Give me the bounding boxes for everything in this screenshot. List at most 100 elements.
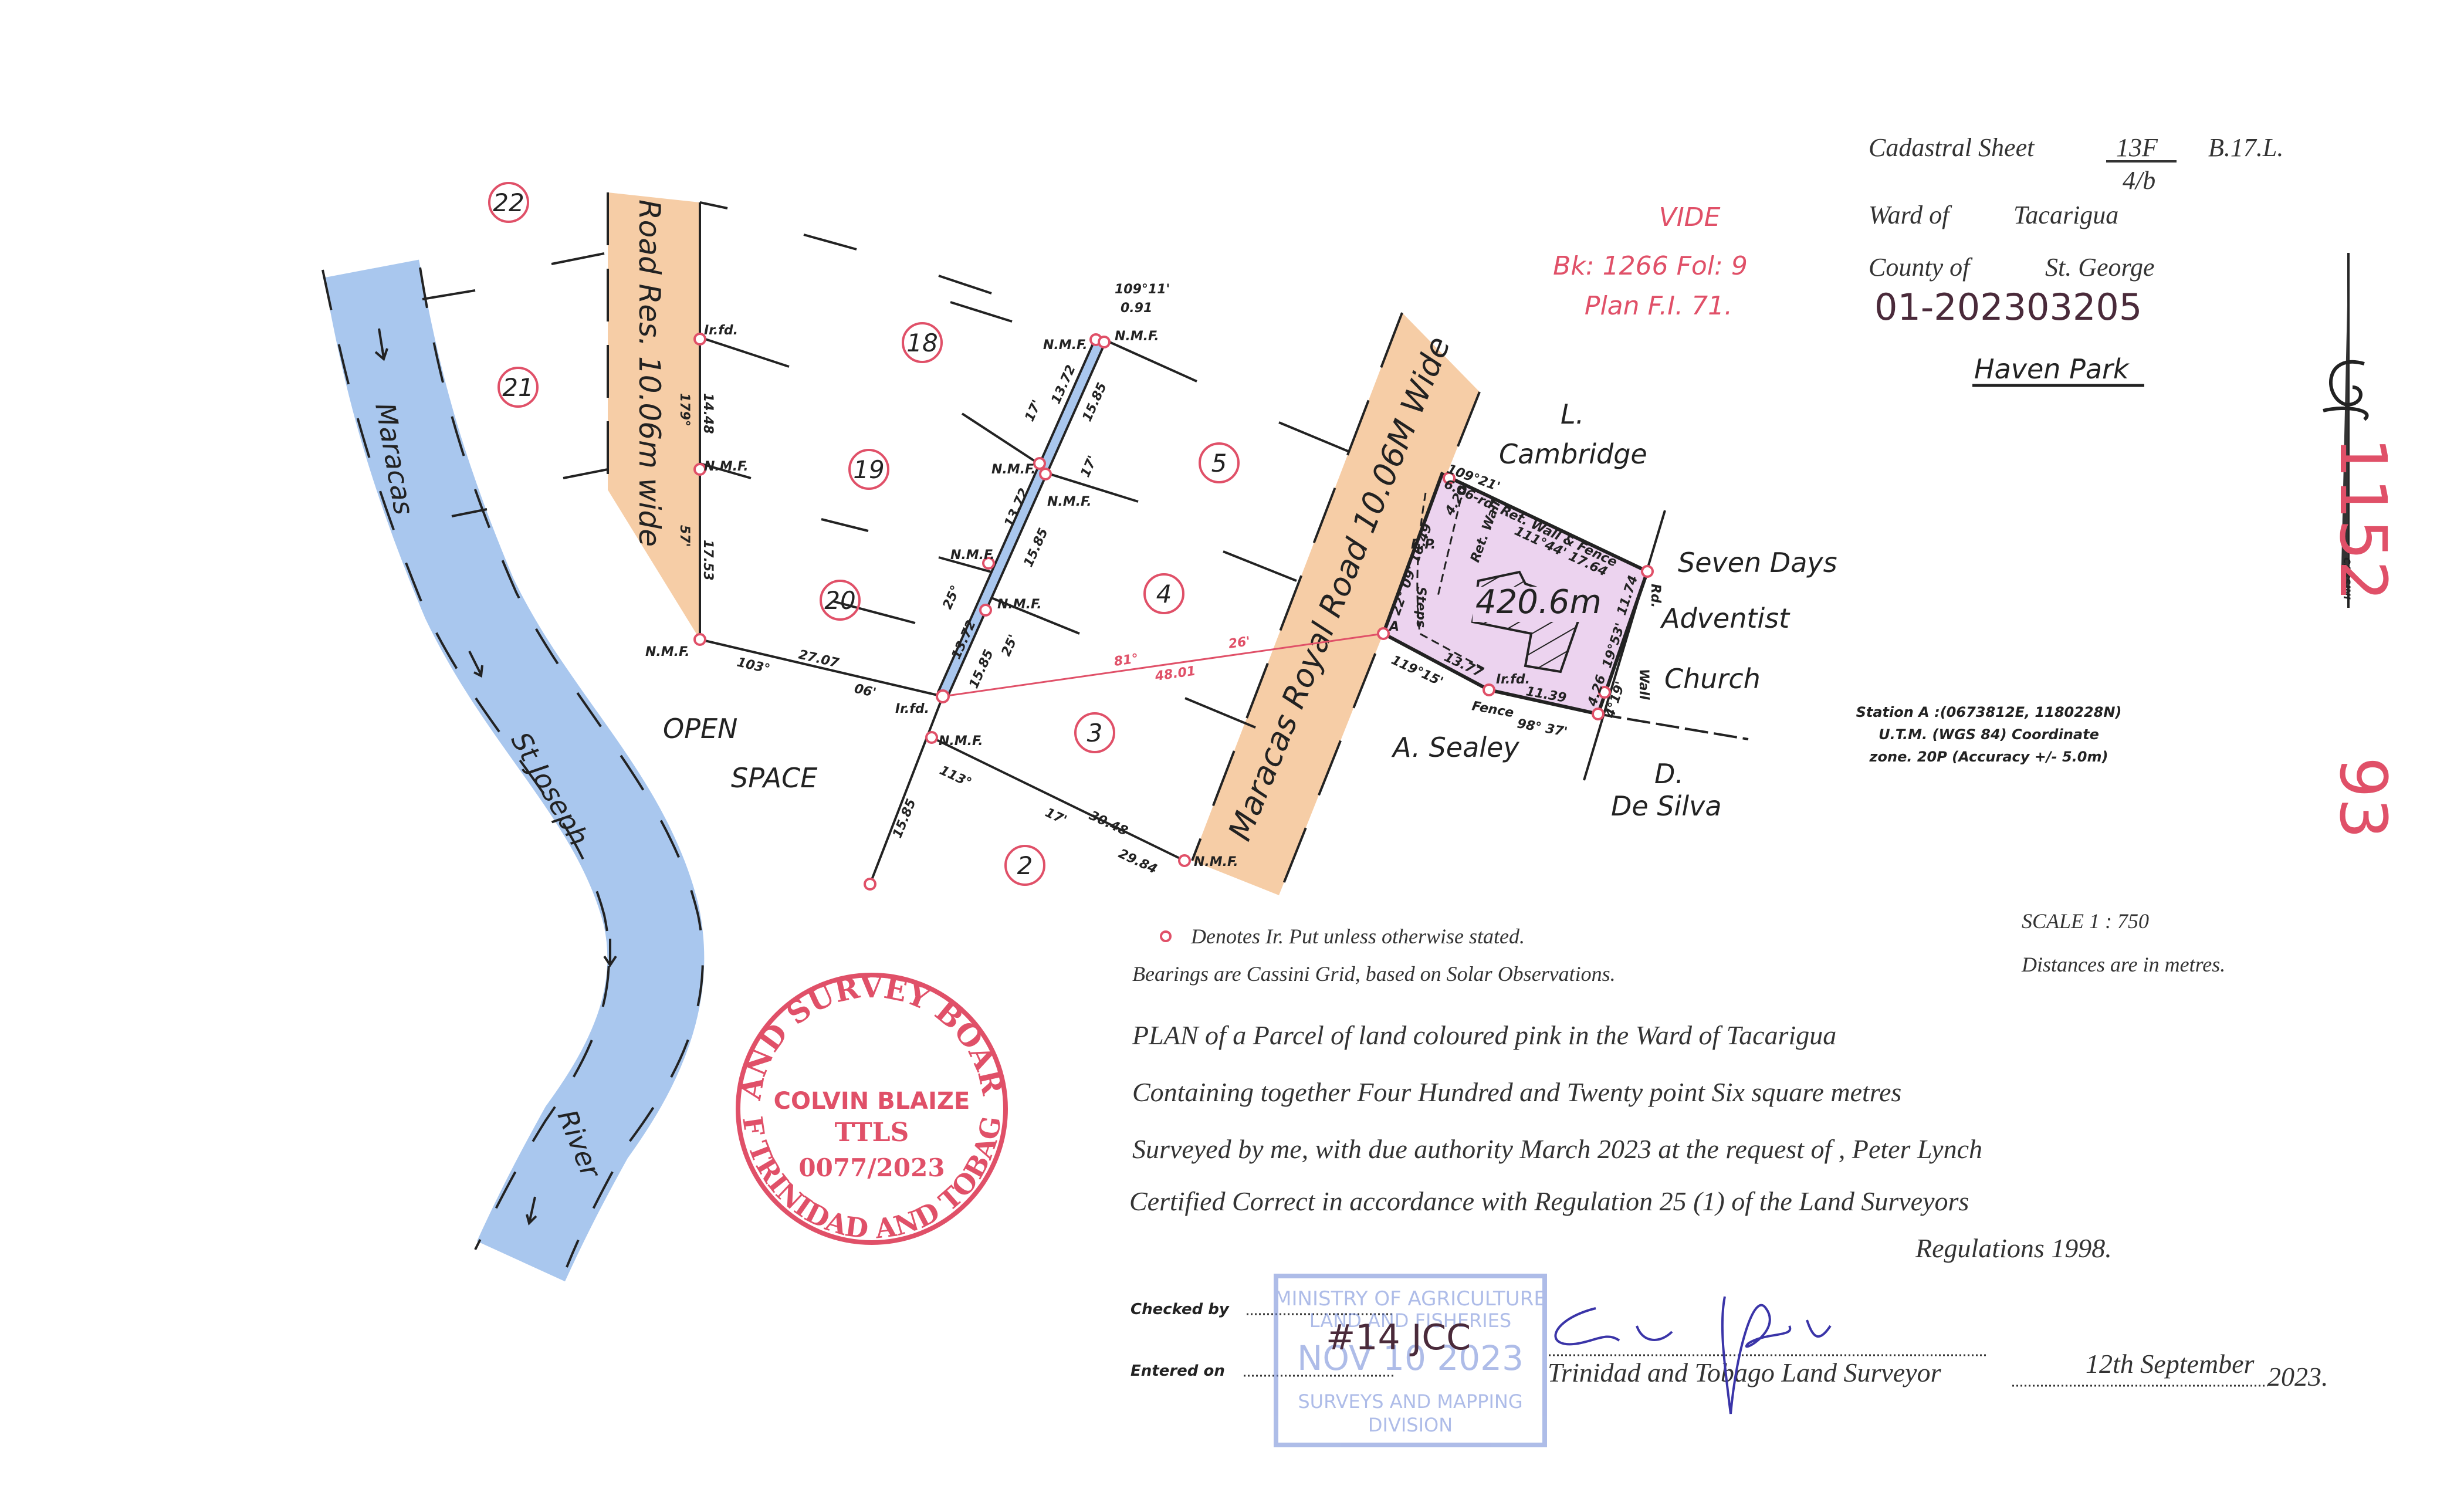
svg-text:06': 06' [853, 681, 878, 700]
svg-text:E.P.: E.P. [1411, 537, 1436, 552]
svg-text:18: 18 [906, 329, 937, 357]
svg-text:Surveyed by me, with due autho: Surveyed by me, with due authority March… [1132, 1134, 1982, 1164]
svg-text:21: 21 [502, 373, 533, 402]
svg-text:17': 17' [1023, 398, 1045, 424]
svg-text:Fence: Fence [1471, 699, 1515, 720]
svg-text:14.48: 14.48 [700, 393, 715, 434]
svg-text:Cambridge: Cambridge [1499, 438, 1647, 470]
svg-text:Cadastral Sheet: Cadastral Sheet [1869, 133, 2035, 162]
lot-20: 20 [820, 580, 861, 621]
retaining-wall [1436, 498, 1462, 599]
svg-text:N.M.F.: N.M.F. [950, 548, 995, 563]
flow-arrow-icon [468, 651, 483, 678]
lot-22: 22 [488, 182, 529, 223]
svg-text:Regulations 1998.: Regulations 1998. [1915, 1233, 2112, 1263]
svg-text:Station A :(0673812E, 1180228N: Station A :(0673812E, 1180228N) [1856, 704, 2122, 720]
svg-text:4: 4 [1156, 580, 1172, 608]
svg-text:N.M.F.: N.M.F. [991, 462, 1036, 477]
lot-boundaries [422, 201, 1749, 885]
svg-text:5: 5 [1211, 449, 1227, 478]
svg-text:Ir.fd.: Ir.fd. [1496, 672, 1530, 687]
svg-text:N.M.F.: N.M.F. [1047, 495, 1092, 509]
svg-text:25°: 25° [940, 583, 964, 611]
svg-text:Bk: 1266 Fol: 9: Bk: 1266 Fol: 9 [1553, 251, 1748, 281]
svg-text:St. George: St. George [2045, 253, 2155, 282]
margin-numbers: 1152 93 [2326, 437, 2401, 839]
svg-text:17.53: 17.53 [700, 540, 715, 581]
river: Maracas St Joseph River [321, 259, 705, 1282]
svg-text:Checked by: Checked by [1131, 1301, 1230, 1318]
steps-outline [1416, 492, 1485, 670]
svg-text:Certified Correct in accordanc: Certified Correct in accordance with Reg… [1129, 1186, 1969, 1216]
svg-text:1152: 1152 [2326, 437, 2401, 601]
access-strip [939, 338, 1105, 696]
svg-text:Bearings are Cassini Grid, bas: Bearings are Cassini Grid, based on Sola… [1132, 962, 1616, 986]
svg-text:30.48: 30.48 [1087, 808, 1130, 839]
svg-text:Denotes Ir. Put unless otherwi: Denotes Ir. Put unless otherwise stated. [1190, 925, 1525, 948]
svg-text:COLVIN BLAIZE: COLVIN BLAIZE [774, 1088, 970, 1115]
svg-text:0077/2023: 0077/2023 [798, 1153, 945, 1182]
ministry-stamp: MINISTRY OF AGRICULTURE LAND AND FISHERI… [1274, 1274, 1547, 1447]
svg-text:22: 22 [493, 188, 524, 217]
svg-text:Trinidad and Tobago Land Surve: Trinidad and Tobago Land Surveyor [1548, 1358, 1942, 1387]
svg-text:TTLS: TTLS [835, 1118, 909, 1148]
lot-4: 4 [1143, 573, 1184, 614]
svg-text:VIDE: VIDE [1659, 202, 1721, 232]
svg-text:19: 19 [853, 455, 884, 484]
svg-text:2023.: 2023. [2267, 1362, 2328, 1392]
svg-text:Seven Days: Seven Days [1678, 547, 1837, 578]
road-reserve-label: Road Res. 10.06m wide [632, 199, 666, 547]
neighbour-labels: L. Cambridge Seven Days Adventist Church… [663, 398, 1837, 822]
svg-text:15.85: 15.85 [967, 648, 997, 691]
svg-text:U.T.M. (WGS 84) Coordinate: U.T.M. (WGS 84) Coordinate [1879, 726, 2099, 743]
lot-19: 19 [848, 449, 889, 490]
notes: Denotes Ir. Put unless otherwise stated.… [1132, 909, 2225, 986]
svg-text:Ir.fd.: Ir.fd. [895, 702, 929, 716]
svg-text:CASSINI: CASSINI [2341, 557, 2353, 600]
svg-text:29.84: 29.84 [1116, 847, 1159, 877]
svg-text:Wall: Wall [1636, 669, 1651, 700]
svg-text:179°: 179° [677, 393, 692, 427]
svg-text:48.01: 48.01 [1153, 664, 1196, 684]
svg-text:Ir.fd.: Ir.fd. [704, 323, 738, 338]
svg-text:Church: Church [1664, 663, 1761, 695]
svg-text:Rd.: Rd. [1648, 584, 1663, 608]
svg-text:109°11': 109°11' [1115, 282, 1170, 297]
svg-text:SCALE 1 : 750: SCALE 1 : 750 [2022, 909, 2149, 933]
parcel: 420.6m [1381, 471, 1650, 716]
svg-text:17': 17' [1078, 453, 1101, 479]
vide-reference: VIDE Bk: 1266 Fol: 9 Plan F.I. 71. [1553, 202, 1748, 321]
lot-21: 21 [497, 367, 539, 408]
svg-text:Adventist: Adventist [1660, 603, 1791, 634]
svg-text:17': 17' [1043, 805, 1068, 828]
svg-text:Containing together Four Hund: Containing together Four Hundred and Twe… [1132, 1077, 1901, 1107]
svg-text:L.: L. [1561, 398, 1584, 430]
svg-text:Steps: Steps [1413, 587, 1428, 628]
svg-text:81°: 81° [1113, 651, 1139, 669]
svg-text:N.M.F.: N.M.F. [645, 645, 690, 659]
svg-text:2: 2 [1017, 851, 1033, 880]
flow-arrow-icon [374, 328, 388, 361]
svg-text:3: 3 [1087, 719, 1103, 747]
station-info: Station A :(0673812E, 1180228N) U.T.M. (… [1856, 704, 2122, 765]
svg-text:98° 37': 98° 37' [1516, 716, 1569, 740]
svg-text:LAND SURVEY BOARD: LAND SURVEY BOARD [0, 0, 1010, 1103]
svg-text:13.72: 13.72 [949, 618, 979, 662]
svg-text:0.91: 0.91 [1121, 301, 1152, 316]
svg-text:B.17.L.: B.17.L. [2208, 133, 2283, 162]
svg-text:OPEN: OPEN [663, 713, 737, 744]
parcel-area: 420.6m [1475, 583, 1602, 621]
svg-text:zone. 20P (Accuracy +/- 5.0m): zone. 20P (Accuracy +/- 5.0m) [1869, 749, 2108, 765]
svg-text:SPACE: SPACE [731, 762, 817, 794]
svg-text:13F: 13F [2116, 133, 2158, 162]
svg-text:NOV 10 2023: NOV 10 2023 [1297, 1338, 1524, 1378]
svg-text:County of: County of [1869, 253, 1973, 282]
handwritten-reference: 01-202303205 [1874, 286, 2142, 329]
svg-text:MINISTRY OF AGRICULTURE: MINISTRY OF AGRICULTURE [1274, 1287, 1546, 1311]
svg-text:N.M.F.: N.M.F. [704, 459, 749, 474]
estate-name: Haven Park [1974, 353, 2130, 385]
lot-3: 3 [1074, 712, 1115, 753]
svg-text:Ward of: Ward of [1869, 201, 1952, 229]
survey-marks [693, 333, 1654, 891]
svg-text:12th September: 12th September [2086, 1349, 2255, 1379]
